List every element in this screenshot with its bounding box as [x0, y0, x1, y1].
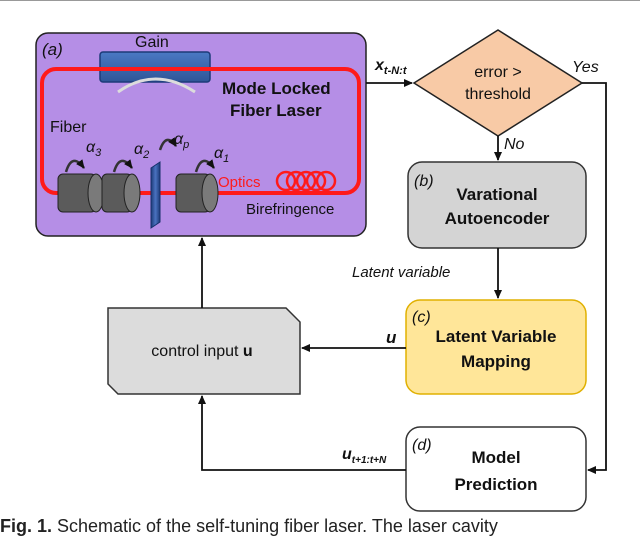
fiber-label: Fiber — [50, 119, 87, 136]
decision-line1: error > — [474, 64, 522, 81]
waveplate-1 — [175, 173, 219, 213]
fiber-coil-icon — [275, 170, 337, 192]
rotation-arrow-p-icon — [158, 137, 178, 151]
vae-box — [407, 161, 587, 249]
arrow-yes-to-prediction — [582, 82, 607, 474]
svg-text:α1: α1 — [214, 145, 229, 165]
laser-panel-label: (a) — [42, 40, 63, 59]
u-label: u — [386, 328, 397, 347]
svg-text:α2: α2 — [134, 141, 149, 161]
alpha-3-label: α3 — [86, 139, 102, 159]
prediction-panel-label: (d) — [412, 437, 432, 454]
figure-caption: Fig. 1. Schematic of the self-tuning fib… — [0, 517, 640, 536]
polarizer — [150, 161, 161, 229]
mapping-box — [405, 299, 587, 395]
yes-label: Yes — [572, 59, 599, 76]
birefringence-label: Birefringence — [246, 201, 334, 218]
vae-line1: Varational — [456, 185, 537, 204]
caption-label: Fig. 1. — [0, 517, 53, 536]
prediction-line2: Prediction — [454, 475, 537, 494]
prediction-line1: Model — [471, 448, 520, 467]
optics-label: Optics — [218, 174, 261, 191]
alpha-p-label: αp — [174, 131, 189, 151]
waveplate-3 — [57, 173, 105, 213]
error-threshold-decision — [412, 29, 584, 137]
alpha-2-label: α2 — [134, 141, 149, 161]
alpha-1-label: α1 — [214, 145, 229, 165]
caption-text: Schematic of the self-tuning fiber laser… — [52, 517, 498, 536]
mapping-line2: Mapping — [461, 352, 531, 371]
future-u-label: ut+1:t+N — [342, 446, 387, 466]
vae-line2: Autoencoder — [445, 209, 550, 228]
control-input-box — [107, 307, 301, 395]
no-label: No — [504, 136, 525, 153]
waveplate-2 — [101, 173, 141, 213]
rotation-arrow-3-icon — [64, 159, 85, 173]
gain-label: Gain — [135, 34, 169, 51]
decision-line2: threshold — [465, 86, 531, 103]
state-label: xt-N:t — [374, 57, 408, 77]
vae-panel-label: (b) — [414, 173, 434, 190]
laser-block: (a) Gain Mode Locked Fiber Laser Fiber α… — [35, 32, 367, 237]
svg-text:ut+1:t+N: ut+1:t+N — [342, 446, 387, 466]
mapping-panel-label: (c) — [412, 309, 431, 326]
mapping-line1: Latent Variable — [436, 327, 557, 346]
gain-arc — [117, 77, 196, 94]
rotation-arrow-1-icon — [194, 159, 215, 173]
svg-text:α3: α3 — [86, 139, 102, 159]
arrow-prediction-to-control — [198, 395, 406, 471]
prediction-box — [405, 426, 587, 512]
svg-text:αp: αp — [174, 131, 189, 151]
control-input-label: control input u — [151, 343, 252, 360]
laser-title-line2: Fiber Laser — [230, 101, 322, 120]
svg-text:xt-N:t: xt-N:t — [374, 57, 408, 77]
rotation-arrow-2-icon — [112, 159, 133, 173]
latent-variable-label: Latent variable — [352, 264, 450, 281]
laser-title-line1: Mode Locked — [222, 79, 331, 98]
